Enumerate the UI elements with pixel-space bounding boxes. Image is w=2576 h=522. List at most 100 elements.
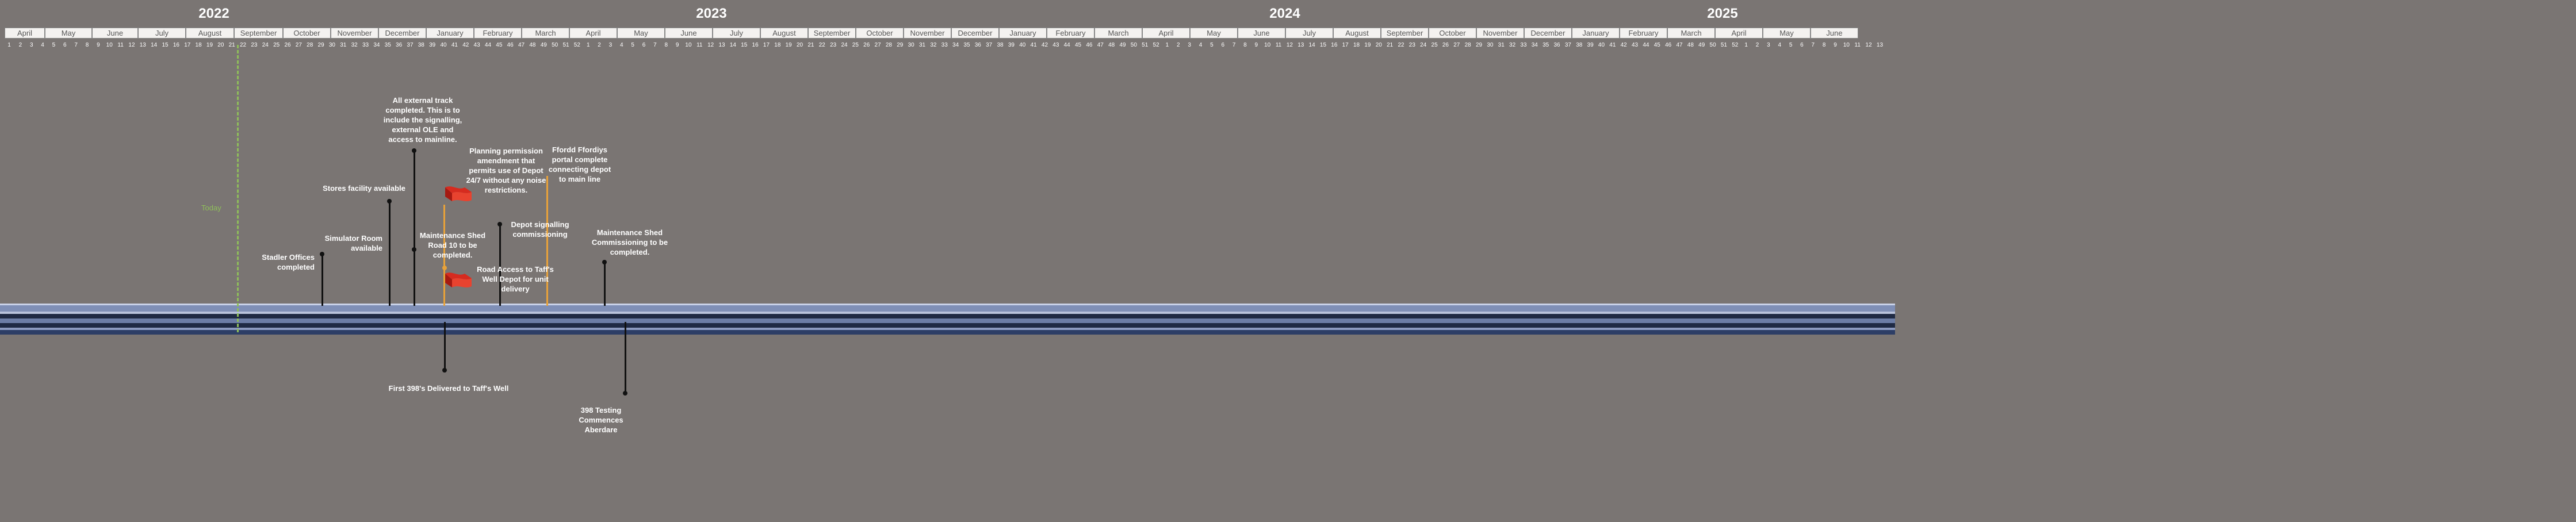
week-number: 10 [685,42,692,48]
month-cell: July [1285,28,1333,39]
week-number: 50 [1709,42,1716,48]
milestone-dot [623,391,627,396]
week-number: 2 [1755,42,1759,48]
month-cell: November [1476,28,1524,39]
milestone-stem [321,254,323,306]
month-cell: November [904,28,951,39]
month-cell: September [808,28,856,39]
month-cell: June [92,28,138,39]
month-cell: January [1572,28,1620,39]
week-number: 20 [796,42,803,48]
timeline-band-highlight [0,312,1895,314]
week-number: 15 [162,42,169,48]
milestone-dot [442,368,447,373]
week-number: 48 [529,42,536,48]
week-number: 44 [484,42,492,48]
week-number: 31 [1498,42,1505,48]
milestone-label: Simulator Room available [324,234,382,252]
week-number: 35 [384,42,391,48]
week-number: 24 [1420,42,1427,48]
month-cell: May [617,28,665,39]
month-cell: April [1715,28,1763,39]
month-cell: May [1763,28,1811,39]
week-number: 6 [642,42,646,48]
timeline-band-light [0,305,1895,312]
week-number: 13 [139,42,146,48]
month-cell: August [760,28,808,39]
milestone-dot-orange [442,266,447,270]
milestone-stem-orange [443,205,445,306]
week-number: 36 [396,42,403,48]
week-number: 37 [407,42,414,48]
timeline-band-dark-2 [0,323,1895,328]
week-number: 24 [841,42,848,48]
week-number: 18 [195,42,202,48]
week-number: 34 [1531,42,1538,48]
milestone-label: Ffordd Ffordiys portal complete connecti… [548,145,611,183]
week-number: 50 [1130,42,1137,48]
week-number: 21 [228,42,235,48]
week-number: 15 [1319,42,1327,48]
week-number: 25 [273,42,280,48]
week-number: 35 [963,42,970,48]
week-number: 10 [1843,42,1850,48]
milestone-label: Stadler Offices completed [262,253,315,271]
week-number: 32 [1509,42,1516,48]
month-cell: November [331,28,378,39]
month-cell: October [1429,28,1476,39]
week-number: 7 [1232,42,1236,48]
week-number: 45 [496,42,503,48]
week-number: 40 [1019,42,1026,48]
month-cell: December [1524,28,1572,39]
week-number: 19 [1364,42,1371,48]
week-number: 51 [1720,42,1727,48]
week-number: 33 [1520,42,1527,48]
week-number: 38 [997,42,1004,48]
week-number: 30 [908,42,914,48]
week-number: 27 [295,42,302,48]
milestone-stem [389,201,391,306]
month-cell: April [5,28,45,39]
week-number: 15 [741,42,748,48]
month-cell: January [999,28,1047,39]
week-number: 22 [239,42,247,48]
month-cell: June [1238,28,1285,39]
month-cell: August [186,28,234,39]
week-number: 50 [552,42,558,48]
week-number: 25 [852,42,859,48]
timeline-band-top [0,304,1895,305]
week-number: 6 [63,42,67,48]
week-number: 33 [362,42,369,48]
week-number: 37 [1564,42,1571,48]
week-number: 1 [1165,42,1169,48]
week-number: 30 [328,42,335,48]
milestone-label-below: First 398's Delivered to Taff's Well [388,384,509,393]
week-number: 32 [930,42,937,48]
week-number: 9 [97,42,100,48]
week-number: 39 [1008,42,1015,48]
week-number: 16 [752,42,759,48]
week-number: 21 [1387,42,1394,48]
week-number: 9 [675,42,679,48]
milestone-label: Road Access to Taff's Well Depot for uni… [477,265,554,293]
month-cell: March [1667,28,1715,39]
milestone-dot [320,252,324,256]
week-number: 8 [1243,42,1247,48]
milestone-stem-below [444,322,446,370]
week-number: 1 [1744,42,1748,48]
week-number: 18 [1353,42,1360,48]
today-label: Today [201,204,221,212]
week-number: 9 [1254,42,1258,48]
milestone-label: Planning permission amendment that permi… [466,147,546,194]
week-number: 29 [1475,42,1483,48]
week-number: 52 [573,42,580,48]
week-number: 41 [1609,42,1616,48]
month-cell: October [283,28,331,39]
month-cell: April [569,28,617,39]
week-number: 31 [918,42,926,48]
timeline-band-mid-2 [0,328,1895,330]
week-number: 2 [18,42,22,48]
week-number: 30 [1487,42,1494,48]
week-number: 14 [729,42,736,48]
milestone-stem [604,262,606,306]
